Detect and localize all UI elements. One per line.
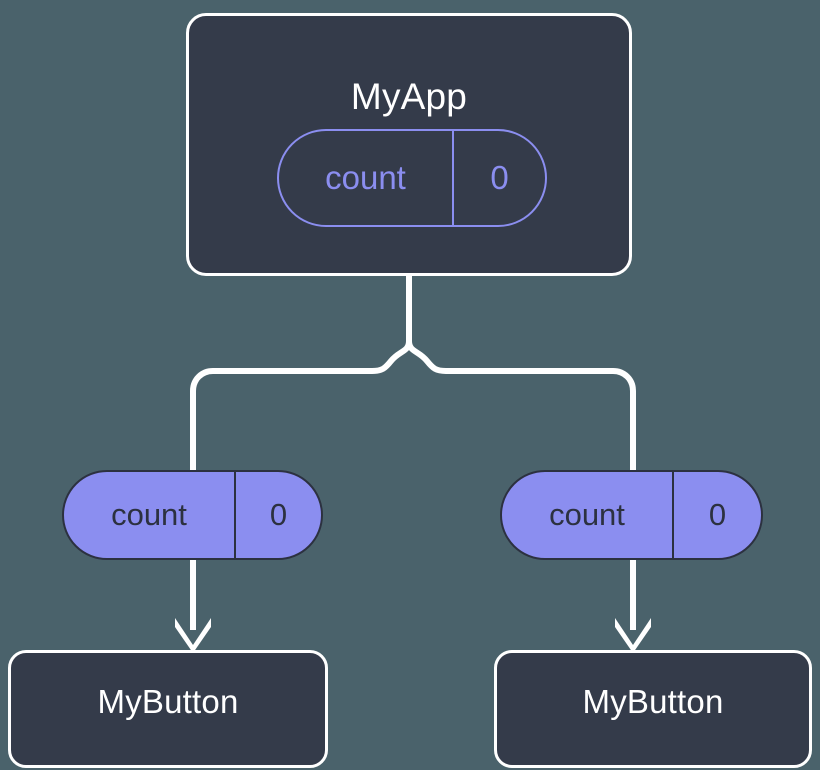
state-pill-root[interactable]: count 0 (277, 129, 547, 227)
fork-connector-right (406, 338, 636, 477)
prop-pill-right[interactable]: count 0 (500, 470, 763, 560)
fork-connector (190, 273, 412, 477)
arrow-head-left (175, 618, 211, 653)
component-node-myapp[interactable]: MyApp (186, 13, 632, 276)
prop-key-label: count (111, 497, 187, 532)
component-name-label: MyApp (350, 76, 468, 117)
prop-value-label: 0 (234, 472, 321, 558)
state-key-label: count (325, 159, 406, 196)
prop-key-label: count (549, 497, 625, 532)
component-name-label: MyButton (582, 683, 724, 720)
arrow-head-right (615, 618, 651, 653)
state-value-label: 0 (452, 131, 545, 225)
component-node-mybutton-right[interactable]: MyButton (494, 650, 812, 768)
prop-value-label: 0 (672, 472, 761, 558)
component-name-label: MyButton (97, 683, 239, 720)
component-node-mybutton-left[interactable]: MyButton (8, 650, 328, 768)
prop-pill-left[interactable]: count 0 (62, 470, 323, 560)
